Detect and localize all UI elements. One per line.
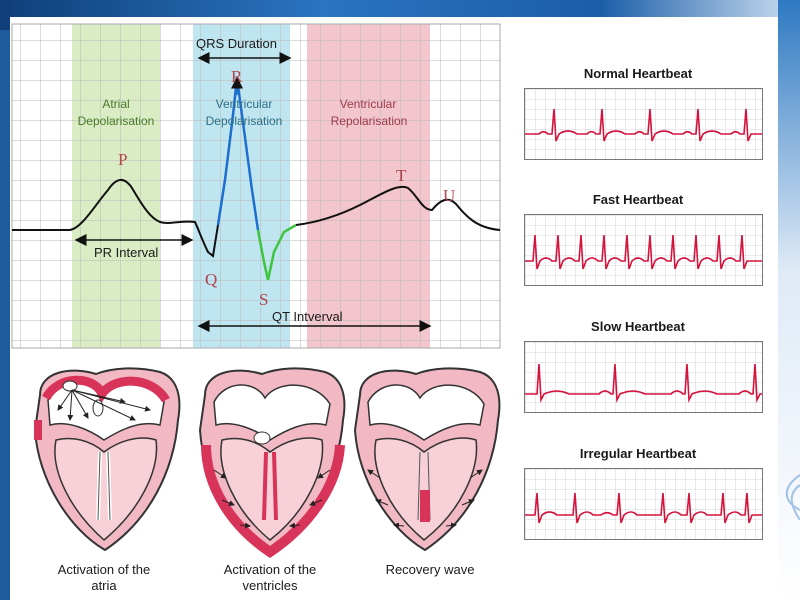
fast-heartbeat-trace — [525, 215, 762, 285]
ecg-st-segment — [256, 223, 297, 281]
heart-recovery-wave — [353, 367, 501, 552]
ecg-qrs-downstroke — [235, 77, 260, 231]
slide-right-edge — [778, 0, 800, 600]
ventricular-repol-label-line1: Ventricular — [339, 97, 397, 111]
slow-heartbeat-title: Slow Heartbeat — [591, 319, 685, 334]
ecg-grid — [12, 24, 500, 348]
irregular-heartbeat-trace — [525, 469, 762, 539]
caption-ventricles-line1: Activation of the — [223, 562, 317, 577]
caption-atria-line1: Activation of the — [57, 562, 151, 577]
caption-atria-line2: atria — [91, 578, 117, 593]
normal-heartbeat-title: Normal Heartbeat — [583, 66, 693, 81]
ventricular-repol-label-line2: Repolarisation — [330, 114, 408, 128]
u-wave-label: U — [443, 186, 456, 205]
qrs-duration-label: QRS Duration — [196, 36, 277, 51]
s-wave-label: S — [259, 290, 269, 309]
q-wave-label: Q — [205, 270, 218, 289]
ecg-qrs-upstroke — [216, 77, 239, 226]
irregular-heartbeat-title: Irregular Heartbeat — [579, 446, 697, 461]
ecg-trace-tail — [295, 185, 501, 231]
slow-heartbeat-trace — [525, 342, 762, 412]
t-wave-label: T — [396, 166, 407, 185]
ventricular-depol-label-line1: Ventricular — [215, 97, 273, 111]
p-wave-label: P — [118, 150, 128, 169]
normal-heartbeat-strip — [524, 88, 763, 160]
normal-heartbeat-trace — [525, 89, 762, 159]
atrial-label-line1: Atrial — [102, 97, 130, 111]
caption-ventricles-line2: ventricles — [242, 578, 298, 593]
heart-atria-activation — [33, 367, 181, 552]
atrial-label-line2: Depolarisation — [77, 114, 155, 128]
fast-heartbeat-title: Fast Heartbeat — [592, 192, 684, 207]
decorative-swirl — [785, 474, 800, 521]
ecg-trace — [12, 77, 238, 258]
ventricular-depol-label-line2: Depolarisation — [205, 114, 283, 128]
r-wave-label: R — [231, 67, 243, 86]
caption-recovery: Recovery wave — [385, 562, 475, 577]
slow-heartbeat-strip — [524, 341, 763, 413]
panel-separator — [10, 350, 498, 358]
qt-interval-label: QT Intverval — [272, 309, 343, 324]
heart-ventricle-activation — [198, 367, 346, 559]
fast-heartbeat-strip — [524, 214, 763, 286]
pr-interval-label: PR Interval — [94, 245, 159, 260]
irregular-heartbeat-strip — [524, 468, 763, 540]
